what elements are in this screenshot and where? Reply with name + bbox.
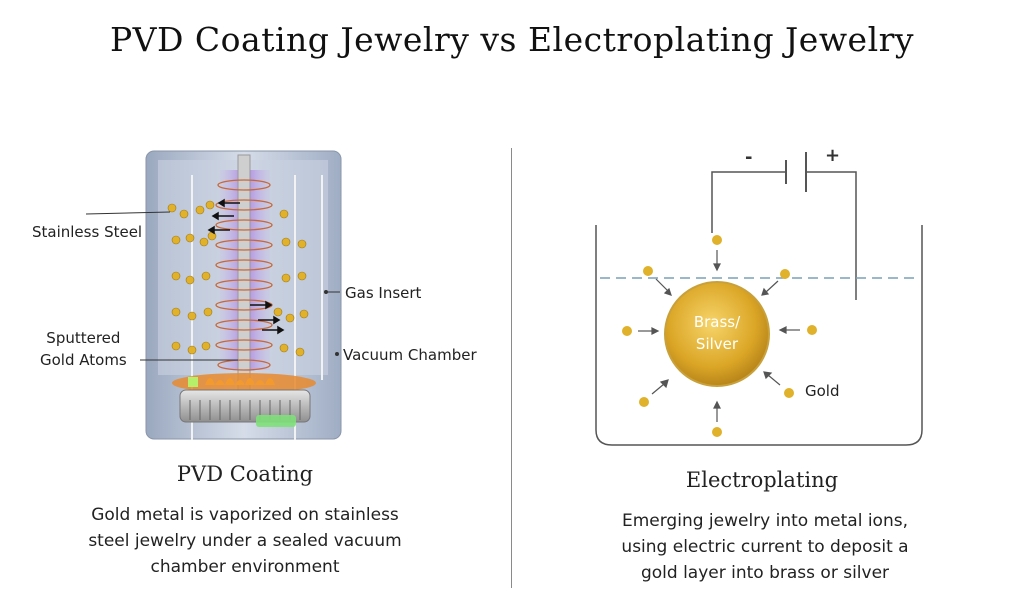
- pvd-desc-line2: steel jewelry under a sealed vacuum: [88, 531, 402, 551]
- electroplating-diagram: [595, 152, 923, 446]
- gold-atoms: [167, 200, 309, 357]
- electro-desc-line3: gold layer into brass or silver: [640, 563, 890, 583]
- core-label-line2: Silver: [695, 335, 739, 353]
- green-light: [188, 377, 198, 387]
- label-sputtered-line1: Sputtered: [46, 329, 121, 347]
- ion-arrows: [638, 250, 800, 422]
- electro-desc-line1: Emerging jewelry into metal ions,: [621, 511, 908, 531]
- plating-tank: [595, 225, 923, 446]
- core-label: Brass/ Silver: [667, 311, 767, 355]
- label-sputtered-gold-atoms: Sputtered Gold Atoms: [40, 327, 127, 371]
- coil: [215, 179, 273, 371]
- sputter-arrows: [207, 198, 285, 335]
- label-gas-insert: Gas Insert: [345, 284, 422, 302]
- pvd-desc-line3: chamber environment: [150, 557, 340, 577]
- brass-silver-core: [664, 281, 770, 387]
- label-stainless-steel: Stainless Steel: [32, 223, 143, 241]
- chamber-base: [179, 389, 311, 423]
- plus-sign: +: [825, 145, 841, 166]
- label-sputtered-line2: Gold Atoms: [40, 351, 127, 369]
- gold-ions: [622, 235, 817, 437]
- label-vacuum-chamber: Vacuum Chamber: [343, 346, 477, 364]
- green-indicator: [256, 415, 296, 427]
- base-ribs: [189, 400, 301, 420]
- core-label-line1: Brass/: [693, 313, 741, 331]
- electro-description: Emerging jewelry into metal ions, using …: [560, 508, 970, 586]
- pvd-heading: PVD Coating: [176, 462, 314, 486]
- minus-sign: -: [745, 147, 753, 168]
- pvd-desc-line1: Gold metal is vaporized on stainless: [91, 505, 399, 525]
- heat-glow: [172, 373, 316, 393]
- label-gold: Gold: [805, 382, 840, 400]
- circuit-wire: [711, 152, 857, 300]
- electro-desc-line2: using electric current to deposit a: [621, 537, 909, 557]
- electro-heading: Electroplating: [685, 468, 839, 492]
- page-title: PVD Coating Jewelry vs Electroplating Je…: [109, 20, 915, 59]
- flame: [205, 378, 275, 385]
- leader-lines: [85, 211, 340, 361]
- pvd-description: Gold metal is vaporized on stainless ste…: [40, 502, 450, 580]
- pvd-chamber: [85, 150, 342, 440]
- center-divider: [511, 148, 512, 588]
- center-target: [237, 154, 251, 401]
